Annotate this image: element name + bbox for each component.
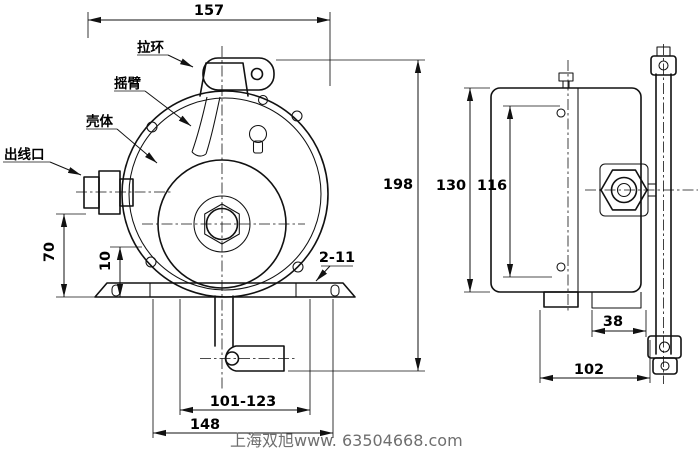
dim-inner-height: 116 — [477, 178, 507, 194]
dim-mounting-width: 148 — [190, 417, 220, 433]
mounting-base — [94, 282, 356, 298]
dim-base-offset: 10 — [98, 251, 114, 271]
pull-ring-hole — [250, 67, 264, 81]
dimension-lines: 157 198 130 116 70 10 2-11 101-123 148 3… — [42, 3, 651, 438]
dim-overall-height: 198 — [383, 177, 413, 193]
mounting-slot-left — [111, 284, 121, 297]
dim-body-depth: 102 — [574, 362, 604, 378]
dim-body-height: 130 — [436, 178, 466, 194]
part-labels: 拉环 摇臂 壳体 出线口 — [3, 39, 194, 176]
cam-detail — [248, 124, 268, 144]
cable-outlet — [83, 170, 134, 215]
rocker-arm-edge — [191, 96, 208, 153]
dim-outlet-to-base: 70 — [42, 242, 58, 262]
dim-slot-span: 101-123 — [210, 394, 277, 410]
dim-mounting-holes: 2-11 — [319, 250, 355, 266]
watermark-text: 上海双旭www. 63504668.com — [230, 431, 463, 450]
side-lever-arm — [647, 46, 682, 375]
label-housing: 壳体 — [85, 113, 113, 130]
front-view — [83, 57, 356, 372]
label-pull-ring: 拉环 — [137, 39, 164, 56]
mounting-slot-right — [330, 284, 340, 297]
pull-ring-plate — [202, 57, 275, 91]
centerlines — [76, 44, 698, 390]
side-foot — [543, 291, 579, 308]
dim-bracket-depth: 38 — [603, 314, 623, 330]
label-cable-outlet: 出线口 — [4, 146, 45, 163]
dim-overall-width: 157 — [194, 3, 224, 19]
label-rocker-arm: 摇臂 — [114, 75, 141, 92]
side-view — [490, 46, 682, 375]
